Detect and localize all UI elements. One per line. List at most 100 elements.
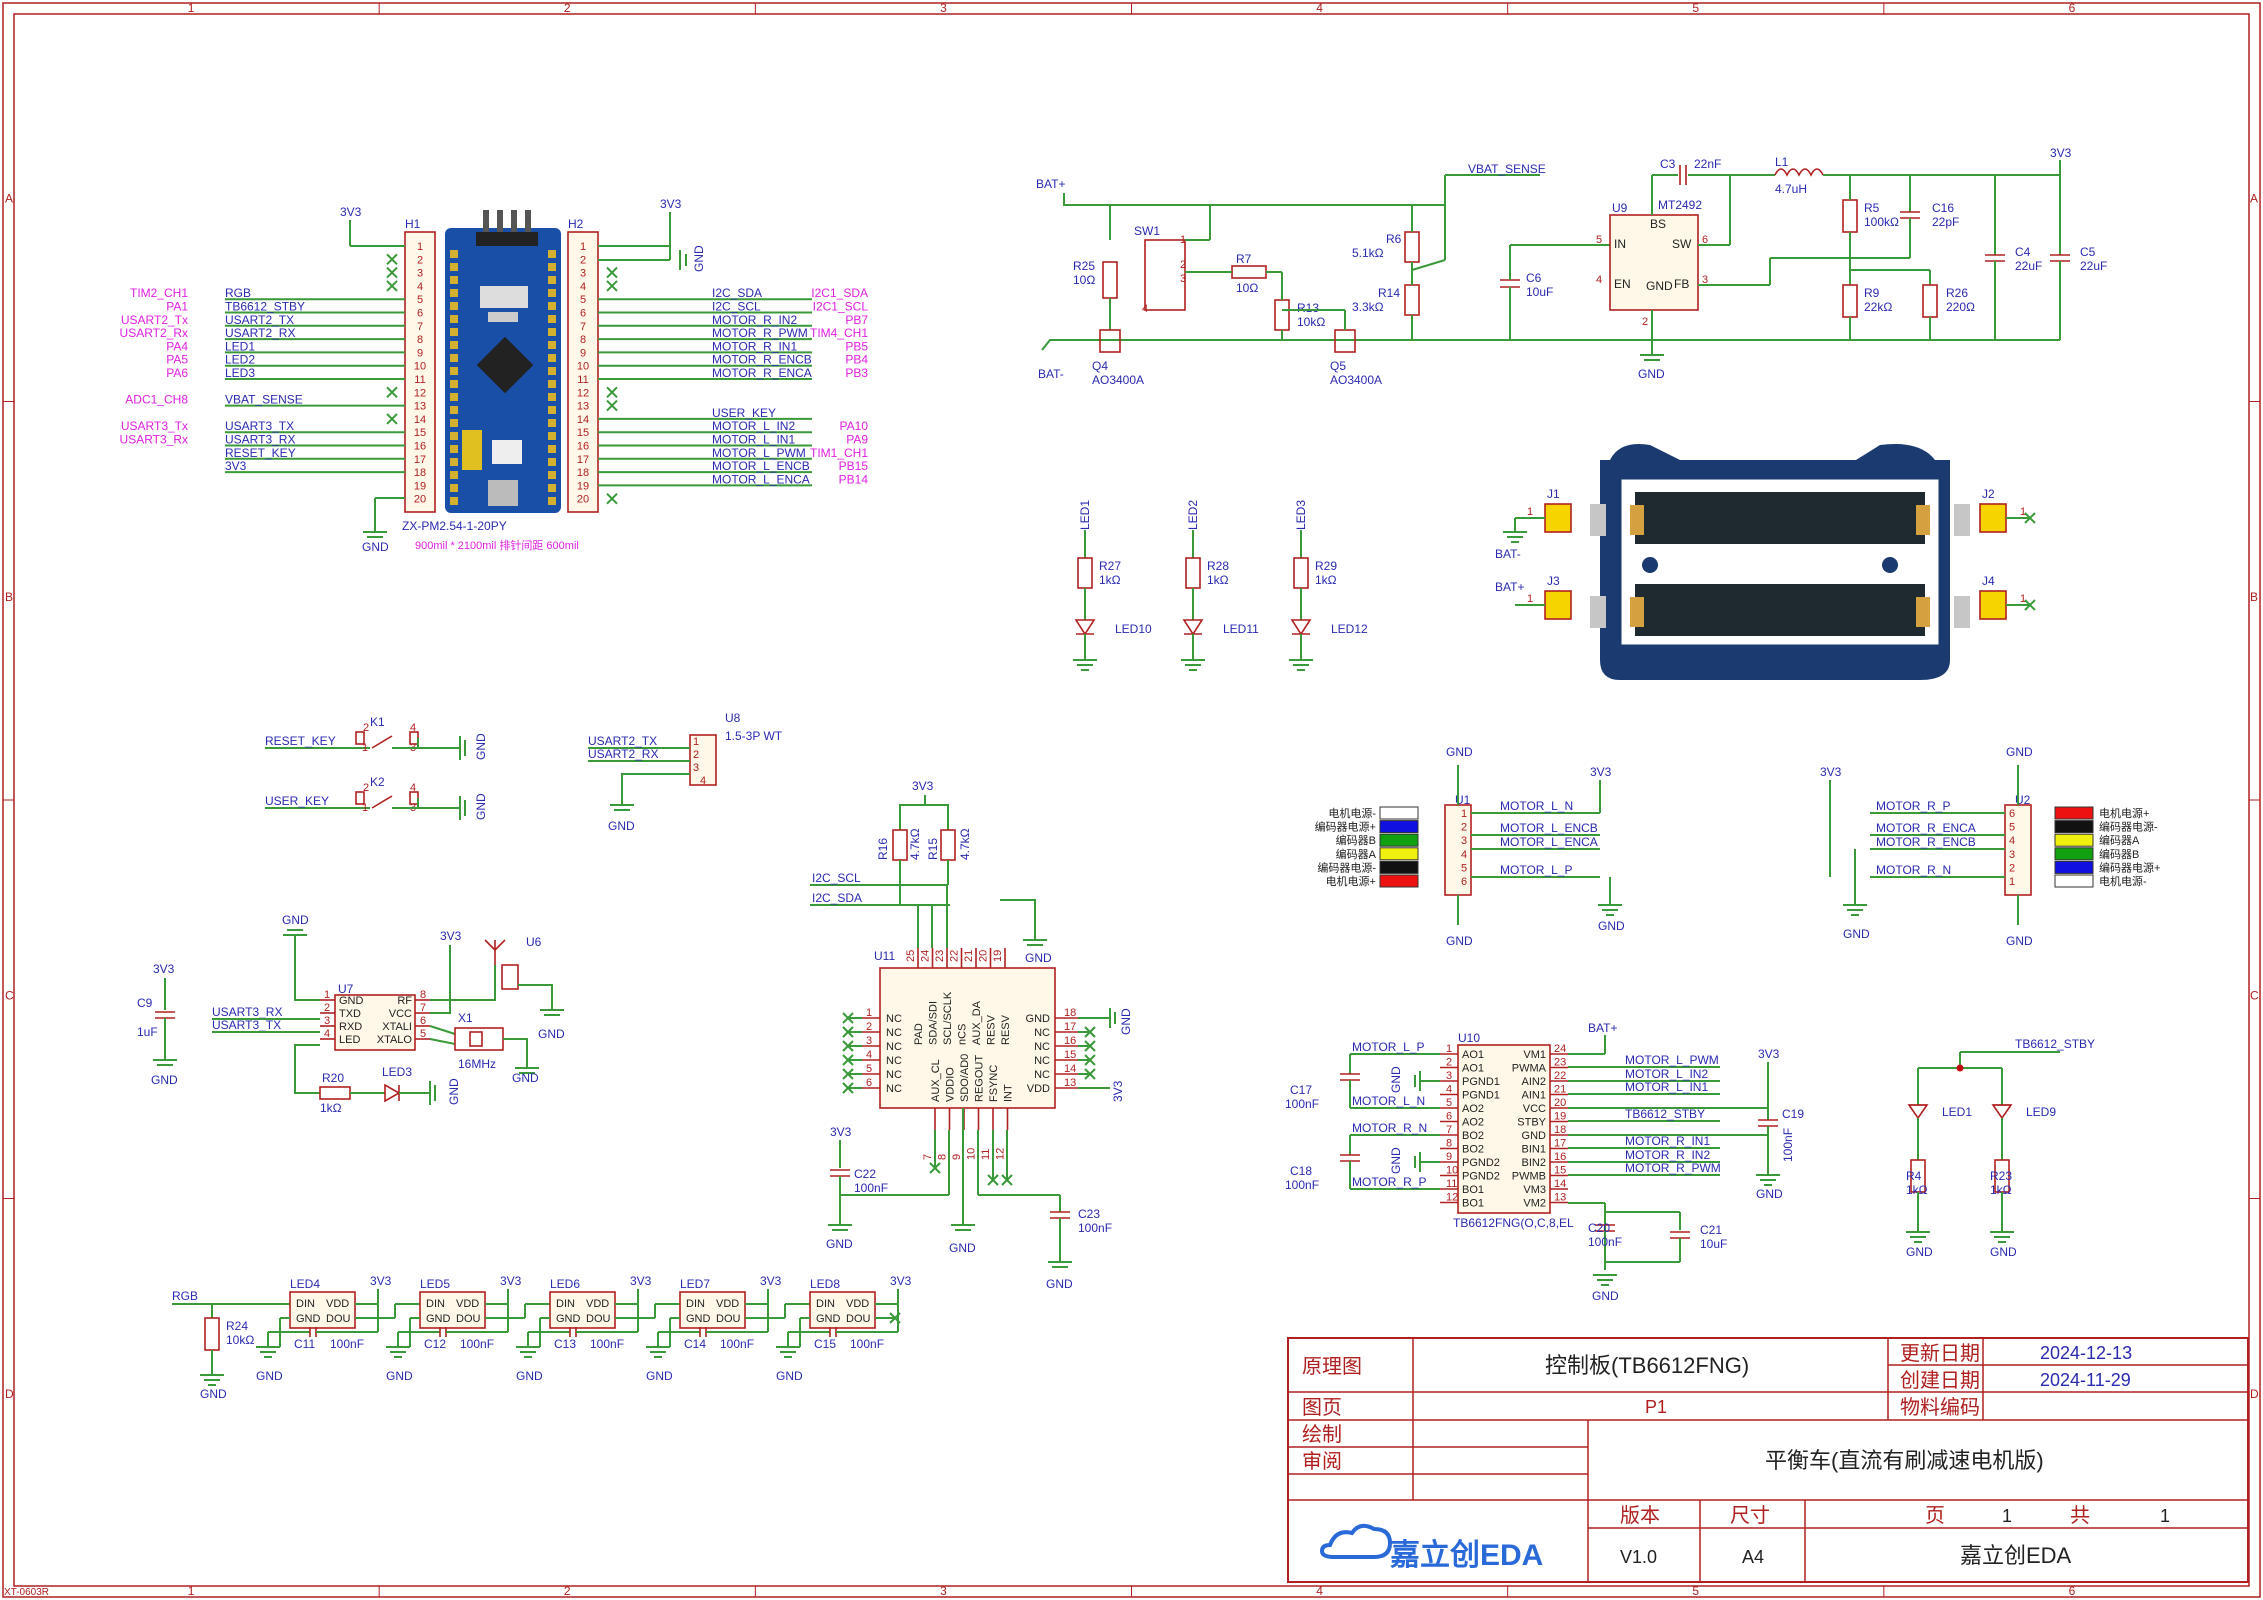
h1-3v3: 3V3 xyxy=(340,205,362,219)
key-net-label: RESET_KEY xyxy=(265,734,336,748)
u10-right-pin-num: 14 xyxy=(1554,1178,1566,1190)
battery-pad xyxy=(1544,503,1572,533)
c5-value: 22uF xyxy=(2080,259,2107,273)
rgb-gnd: GND xyxy=(776,1369,803,1383)
rgb-pin-din: DIN xyxy=(686,1298,705,1310)
rgb-led-ref: LED7 xyxy=(680,1277,710,1291)
footer-code: XT-0603R xyxy=(4,1587,49,1598)
h2-pin-number: 5 xyxy=(580,294,586,306)
u10-right-pin-num: 21 xyxy=(1554,1084,1566,1096)
imu-left-pin-num: 4 xyxy=(866,1049,872,1061)
u7-gnd-top: GND xyxy=(282,913,309,927)
key-pin: 2 xyxy=(363,782,369,794)
column-mark-top: 6 xyxy=(2069,1,2076,15)
pin-pad xyxy=(548,250,556,258)
motor-conn-pin: 1 xyxy=(1461,808,1467,820)
rgb-pin-vdd: VDD xyxy=(716,1298,739,1310)
h1-pin-alias: PA1 xyxy=(166,300,188,314)
pin-pad xyxy=(548,445,556,453)
h1-net-label: TB6612_STBY xyxy=(225,300,305,314)
h2-net-label: MOTOR_R_PWM xyxy=(712,326,808,340)
h1-pin-number: 2 xyxy=(417,254,423,266)
imu-bottom-pin-name: VDDIO xyxy=(945,1067,957,1102)
rgb-pin-dou: DOU xyxy=(456,1313,481,1325)
rgb-pin-vdd: VDD xyxy=(326,1298,349,1310)
h2-pin-number: 12 xyxy=(577,387,589,399)
h2-pin-alias: I2C1_SDA xyxy=(811,286,868,300)
imu-top-pin-name: PAD xyxy=(913,1023,925,1045)
u7-pin-name: XTALO xyxy=(377,1034,413,1046)
wire-color-swatch xyxy=(2054,860,2094,874)
row-mark-left: B xyxy=(5,590,13,604)
status-resistor-ref: R23 xyxy=(1990,1169,2012,1183)
imu-right-pin-num: 18 xyxy=(1064,1007,1076,1019)
u9-part: MT2492 xyxy=(1658,198,1702,212)
h2-net-label: MOTOR_R_IN1 xyxy=(712,339,797,353)
imu-right-pin-num: 17 xyxy=(1064,1021,1076,1033)
led-resistor-ref: R27 xyxy=(1099,559,1121,573)
rgb-pin-dou: DOU xyxy=(846,1313,871,1325)
imu-top-pin-name: SDA/SDI xyxy=(928,1001,940,1045)
h1-pin-number: 3 xyxy=(417,268,423,280)
u7-led-ref: LED3 xyxy=(382,1065,412,1079)
imu-top-pin-num: 19 xyxy=(992,950,1004,962)
wire-color-label: 编码器电源+ xyxy=(2099,860,2160,874)
imu-left-pin-name: NC xyxy=(886,1083,902,1095)
u10-vcc: 3V3 xyxy=(1758,1047,1780,1061)
pin-pad xyxy=(450,471,458,479)
x1-gnd: GND xyxy=(512,1071,539,1085)
r13-ref: R13 xyxy=(1297,301,1319,315)
h2-pin-alias: TIM1_CH1 xyxy=(810,446,868,460)
key-pin: 2 xyxy=(363,722,369,734)
imu-left-pin-name: NC xyxy=(886,1069,902,1081)
wire xyxy=(386,253,398,266)
pin-pad xyxy=(548,367,556,375)
u10-left-cap-value: 100nF xyxy=(1285,1097,1319,1111)
row-mark-left: C xyxy=(5,988,14,1002)
u10-left-pin-name: AO1 xyxy=(1462,1063,1484,1075)
c22-value: 100nF xyxy=(854,1181,888,1195)
imu-bottom-pin-name: REGOUT xyxy=(974,1055,986,1102)
c4-ref: C4 xyxy=(2015,245,2031,259)
u10-left-pin-num: 2 xyxy=(1446,1057,1452,1069)
u7-pin-num: 8 xyxy=(420,989,426,1001)
u10-left-net: MOTOR_R_N xyxy=(1352,1121,1427,1135)
imu-right-pin-name: NC xyxy=(1034,1041,1050,1053)
pin-pad xyxy=(548,419,556,427)
rgb-gnd: GND xyxy=(386,1369,413,1383)
uart-connector: U8 1.5-3P WT USART2_TX USART2_RX 1 2 3 4… xyxy=(588,711,783,833)
status-net: TB6612_STBY xyxy=(2015,1037,2095,1051)
imu-right-pin-name: NC xyxy=(1034,1069,1050,1081)
battery-conn-pin: 1 xyxy=(1527,506,1533,518)
u10-right-pin-num: 19 xyxy=(1554,1111,1566,1123)
tb-drawn-label: 绘制 xyxy=(1302,1423,1342,1446)
u10-right-pin-name: STBY xyxy=(1517,1117,1546,1129)
wire xyxy=(1084,1026,1096,1038)
h1-net-label: LED2 xyxy=(225,353,255,367)
led-resistor-value: 1kΩ xyxy=(1099,573,1121,587)
h1-pin-alias: PA5 xyxy=(166,353,188,367)
u8-ref: U8 xyxy=(725,711,741,725)
rgb-led-ref: LED4 xyxy=(290,1277,320,1291)
u10-right-net: MOTOR_L_PWM xyxy=(1625,1053,1719,1067)
u9-en: EN xyxy=(1614,277,1631,291)
pin-pad xyxy=(548,263,556,271)
tb-version-label: 版本 xyxy=(1620,1504,1660,1527)
imu-right-pin-num: 16 xyxy=(1064,1035,1076,1047)
row-mark-right: D xyxy=(2250,1387,2259,1401)
h2-pin-number: 15 xyxy=(577,427,589,439)
h2-net-label: MOTOR_L_ENCA xyxy=(712,472,810,486)
rgb-pin-gnd: GND xyxy=(426,1313,451,1325)
u7-pin-name: TXD xyxy=(339,1008,361,1020)
h1-pin-alias: PA6 xyxy=(166,366,188,380)
pin-pad xyxy=(450,328,458,336)
h2-net-label: MOTOR_L_IN1 xyxy=(712,433,795,447)
rgb-cap-ref: C13 xyxy=(554,1337,576,1351)
mcu-note: 900mil * 2100mil 排针间距 600mil xyxy=(415,538,579,552)
pin-pad xyxy=(548,289,556,297)
rgb-vdd: 3V3 xyxy=(630,1274,652,1288)
wire xyxy=(606,386,618,399)
